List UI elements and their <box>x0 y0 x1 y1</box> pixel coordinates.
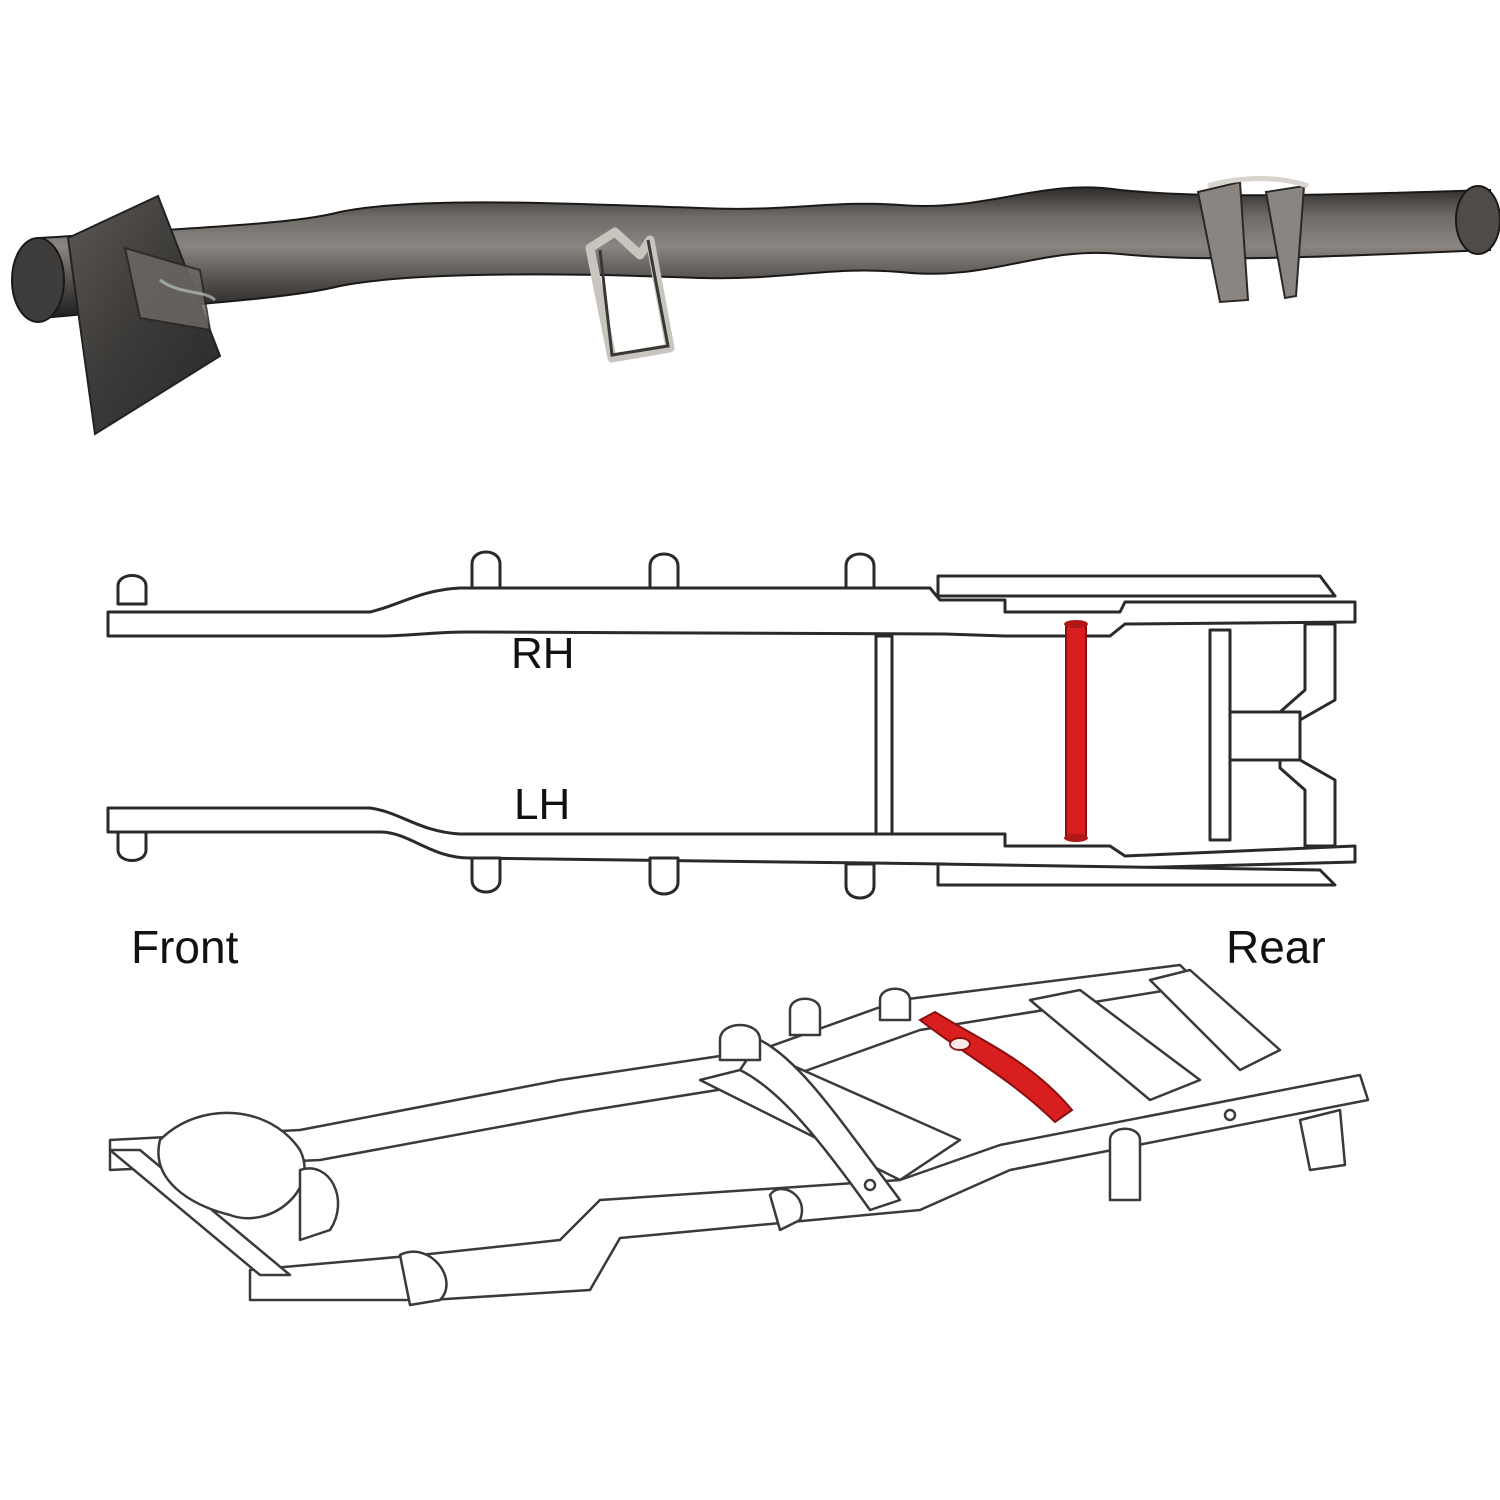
mount-tab <box>116 830 148 862</box>
mount-tab <box>470 856 502 894</box>
body-mount <box>878 987 912 1022</box>
front-crossmember <box>108 1148 292 1277</box>
mount-tab <box>844 552 876 590</box>
near-rail <box>248 1073 1370 1302</box>
rear-box-upper <box>936 574 1337 598</box>
body-mount <box>1108 1127 1142 1202</box>
front-mount <box>398 1250 448 1307</box>
body-mount <box>718 1023 762 1062</box>
lh-label: LH <box>514 780 571 829</box>
front-mount <box>298 1167 340 1242</box>
rear-box-lower <box>936 862 1337 887</box>
mount-tab <box>648 856 680 896</box>
lh-rail <box>106 806 1357 880</box>
rear-hanger <box>1298 1108 1347 1172</box>
mount-tab <box>470 550 502 590</box>
body-mount <box>788 997 822 1037</box>
front-label: Front <box>131 921 239 973</box>
tube-end-left <box>11 237 65 323</box>
tube-end-right <box>1455 185 1500 255</box>
tube-body <box>39 186 1491 320</box>
body-mount <box>768 1187 804 1232</box>
highlighted-crossmember-iso <box>918 1010 1074 1124</box>
crossmember-x <box>738 1038 902 1212</box>
mount-tab <box>116 574 148 606</box>
rear-label: Rear <box>1226 924 1326 970</box>
rh-rail <box>106 586 1357 638</box>
front-suspension <box>157 1111 306 1220</box>
rh-label: RH <box>511 629 575 678</box>
mount-tab <box>844 862 876 900</box>
saddle-bracket-1 <box>1196 180 1250 304</box>
mount-bracket <box>123 246 212 332</box>
crossmember-front <box>874 634 894 836</box>
crossmember-photo <box>11 176 1500 436</box>
crossmember-rear-1 <box>1028 988 1202 1102</box>
crossmember-rear-2 <box>1148 968 1282 1072</box>
mount-tab <box>648 552 680 590</box>
hanger-bracket <box>585 227 675 363</box>
saddle-bracket-2 <box>1264 184 1306 300</box>
rear-bracket-center <box>1228 710 1302 762</box>
